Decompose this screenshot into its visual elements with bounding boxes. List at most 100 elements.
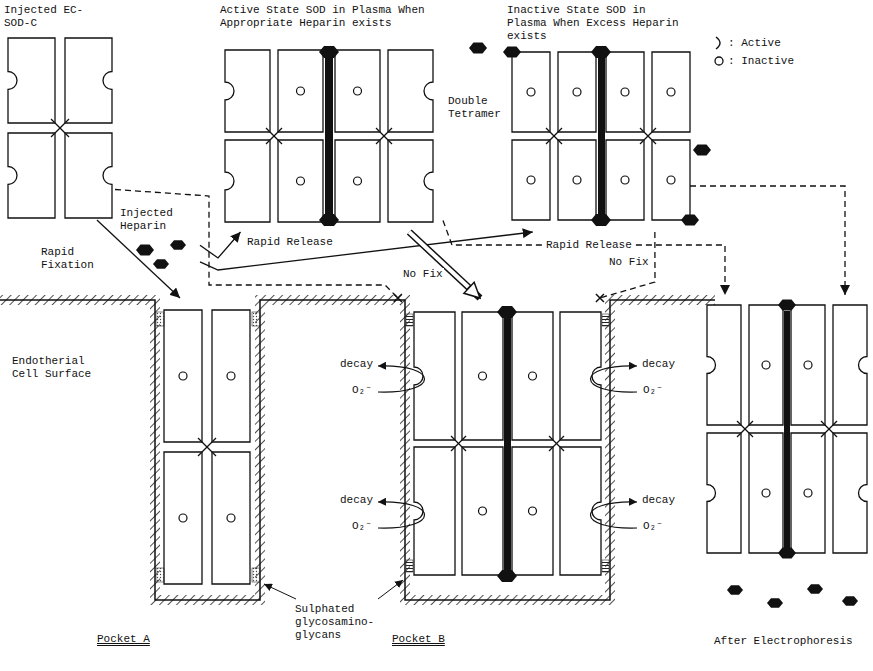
- inactive-site: [527, 88, 535, 96]
- sod-subunit: [212, 310, 250, 442]
- sod-subunit: [164, 310, 202, 442]
- figure-group: Inactive State SOD in Plasma When Excess…: [505, 2, 690, 232]
- inactive-site: [573, 88, 581, 96]
- heparin-bridge: [598, 58, 605, 214]
- sod-subunit: [749, 433, 783, 553]
- heparin: [767, 598, 783, 608]
- subunit-link: [546, 128, 562, 144]
- sod-subunit: [558, 52, 596, 132]
- heparin: [681, 215, 699, 226]
- sod-subunit: [512, 140, 550, 220]
- annotation: O₂⁻: [643, 384, 663, 397]
- subunit-link: [376, 128, 392, 144]
- heparin: [693, 145, 711, 156]
- heparin: [591, 46, 611, 58]
- sod-subunit: [707, 433, 741, 553]
- inactive-site: [621, 176, 629, 184]
- subunit-link: [821, 421, 837, 437]
- sod-subunit: [278, 50, 323, 132]
- subunit-link: [549, 436, 564, 451]
- leader-line: [264, 584, 296, 599]
- subunit-link: [546, 128, 562, 144]
- sod-subunit: [414, 447, 455, 575]
- sod-subunit: [65, 38, 112, 123]
- edge-label: Rapid Release: [246, 236, 334, 249]
- subunit-link: [451, 436, 466, 451]
- legend-swatch: [712, 35, 726, 51]
- heparin: [591, 214, 611, 226]
- subunit-link: [549, 436, 564, 451]
- figure-heading: Pocket B: [392, 633, 613, 646]
- sod-subunit: [652, 140, 690, 220]
- figure-group: Pocket B: [390, 298, 615, 648]
- glycosaminoglycan: [602, 314, 609, 326]
- sod-subunit: [558, 140, 596, 220]
- subunit-link: [198, 438, 216, 456]
- arrow: [200, 232, 533, 270]
- glycosaminoglycan: [406, 314, 413, 326]
- subunit-link: [737, 421, 753, 437]
- sod-subunit: [560, 312, 601, 440]
- sod-subunit: [560, 447, 601, 575]
- legend-swatch: [712, 53, 726, 69]
- sod-subunit: [225, 50, 270, 132]
- dashed-arrow: [690, 186, 845, 295]
- heparin-bridge: [784, 311, 790, 549]
- subunit-link: [451, 436, 466, 451]
- sod-subunit: [833, 305, 867, 425]
- cell-surface: [0, 300, 715, 600]
- figure-group: Injected Heparin: [118, 205, 200, 272]
- inactive-site: [297, 177, 305, 185]
- no-fix-cross: [394, 294, 402, 302]
- subunit-link: [266, 128, 282, 144]
- inactive-site: [479, 507, 487, 515]
- inactive-site: [804, 489, 812, 497]
- subunit-link: [198, 438, 216, 456]
- sod-subunit: [225, 140, 270, 222]
- annotation: decay: [340, 358, 373, 371]
- inactive-site: [529, 372, 537, 380]
- figure-heading: Active State SOD in Plasma When Appropri…: [220, 4, 441, 30]
- figure-heading: After Electrophoresis: [714, 635, 868, 648]
- leader-line: [378, 580, 403, 599]
- dashed-arrow: [115, 189, 398, 298]
- inactive-symbol: [715, 57, 723, 65]
- sod-subunit: [335, 140, 380, 222]
- annotation: decay: [642, 358, 675, 371]
- sod-subunit: [388, 140, 433, 222]
- sod-subunit: [462, 447, 503, 575]
- sod-subunit: [388, 50, 433, 132]
- annotation: Endotherial Cell Surface: [12, 355, 92, 381]
- sod-subunit: [606, 140, 644, 220]
- figure-heading: Pocket A: [97, 633, 263, 646]
- inactive-site: [762, 361, 770, 369]
- inactive-site: [297, 87, 305, 95]
- inactive-site: [354, 87, 362, 95]
- inactive-site: [573, 176, 581, 184]
- inactive-site: [179, 372, 187, 380]
- figure-heading: Injected EC-SOD-C: [4, 4, 84, 30]
- sod-subunit: [65, 133, 112, 218]
- heparin: [497, 306, 517, 318]
- heparin: [727, 585, 743, 595]
- edge-label: No Fix: [608, 256, 650, 269]
- glycosaminoglycan: [252, 568, 260, 582]
- heparin: [153, 259, 169, 269]
- sod-subunit: [791, 305, 825, 425]
- legend-text: : Inactive: [728, 55, 794, 68]
- annotation: O₂⁻: [643, 520, 663, 533]
- inactive-site: [667, 88, 675, 96]
- arrow: [409, 232, 480, 298]
- subunit-link: [51, 119, 69, 137]
- sod-subunit: [791, 433, 825, 553]
- inactive-site: [804, 361, 812, 369]
- heparin: [842, 596, 858, 606]
- sod-subunit: [164, 452, 202, 584]
- subunit-link: [51, 119, 69, 137]
- annotation: decay: [642, 494, 675, 507]
- sod-subunit: [8, 38, 55, 123]
- sod-subunit: [212, 452, 250, 584]
- heparin-bridge: [504, 318, 511, 570]
- edge-label: Rapid Release: [545, 239, 633, 252]
